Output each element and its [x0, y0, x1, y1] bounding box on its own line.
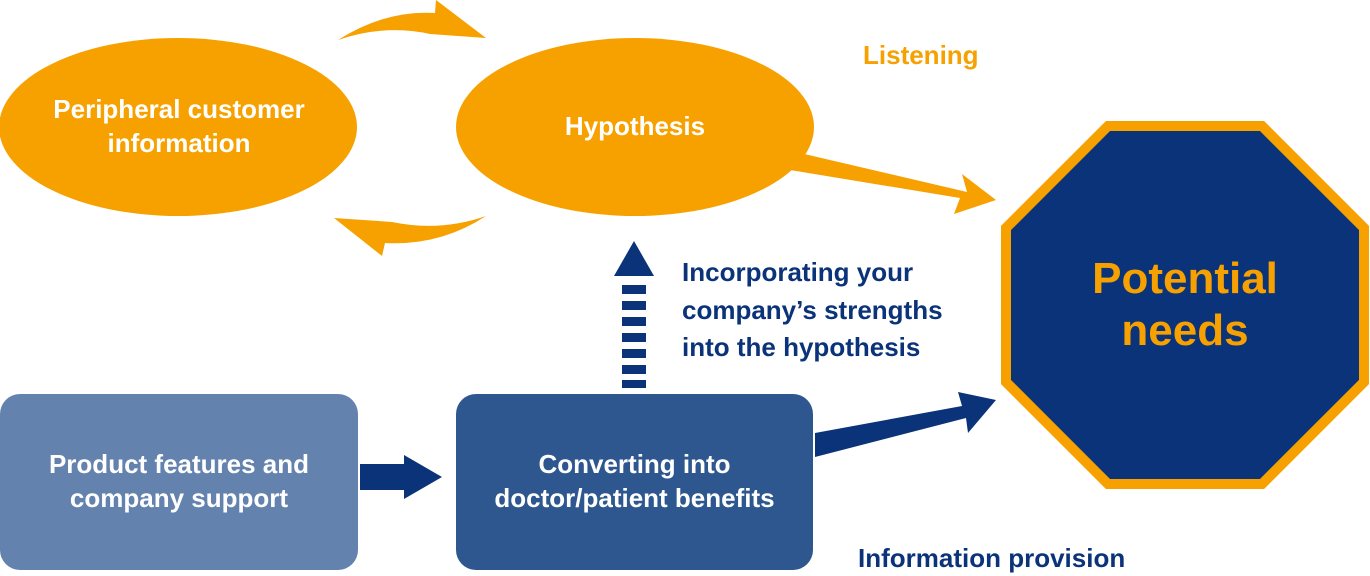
potential-needs-octagon [1001, 121, 1369, 489]
peripheral-info-ellipse [0, 38, 357, 216]
product-features-label: Product features and company support [48, 449, 310, 513]
hypothesis-label: Hypothesis [564, 111, 706, 142]
arrow-hypothesis-to-needs [790, 153, 996, 214]
dashed-up-arrow [614, 241, 654, 388]
converting-label: Converting into doctor/patient benefits [494, 449, 775, 513]
incorporating-strengths-label: Incorporating your company’s strengths i… [682, 257, 943, 363]
cycle-arrow-top [338, 0, 486, 40]
peripheral-info-label: Peripheral customer information [53, 94, 305, 158]
hypothesis-ellipse [456, 38, 814, 216]
cycle-arrow-bottom [334, 216, 486, 256]
product-features-box [0, 394, 358, 570]
converting-box [456, 394, 813, 570]
information-provision-label: Information provision [858, 543, 1126, 573]
arrow-converting-to-needs [815, 392, 996, 457]
listening-label: Listening [863, 40, 979, 70]
arrow-product-to-converting [360, 455, 442, 499]
potential-needs-label: Potential needs [1092, 254, 1278, 355]
